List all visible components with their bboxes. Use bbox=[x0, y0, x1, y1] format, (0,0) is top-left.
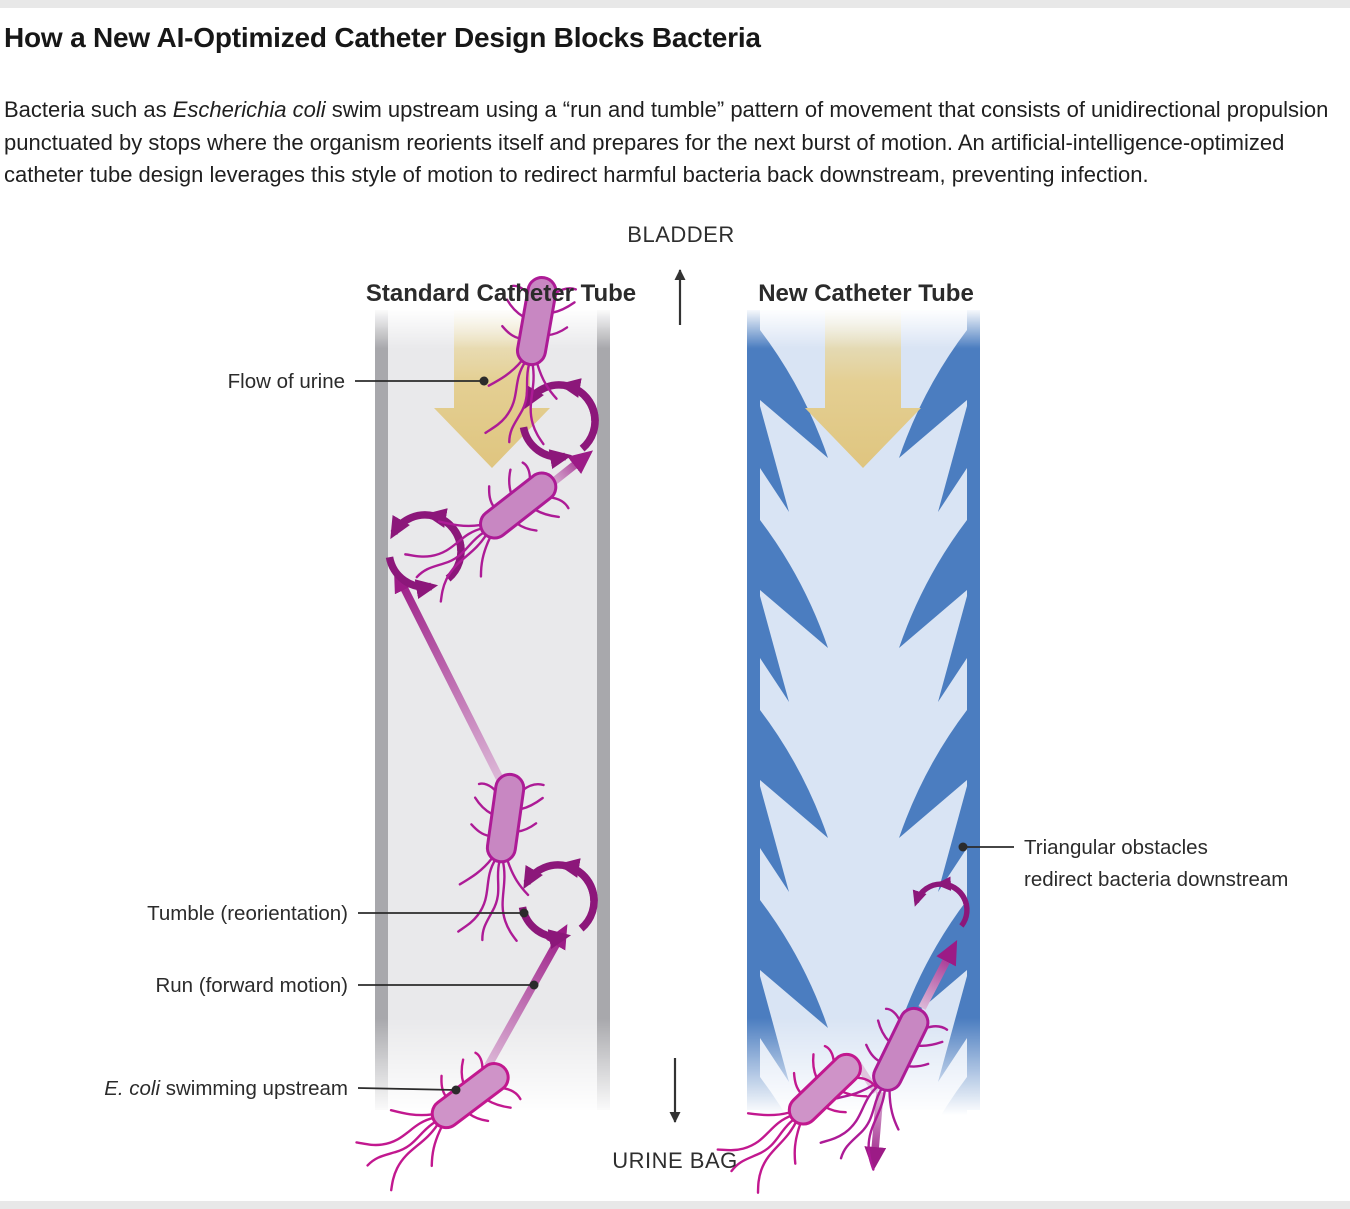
page-title: How a New AI-Optimized Catheter Design B… bbox=[4, 22, 761, 53]
paragraph-text: swim upstream using a “run and tumble” p… bbox=[4, 97, 1329, 187]
new-catheter-tube bbox=[747, 310, 980, 1209]
ecoli-label-rest: swimming upstream bbox=[160, 1077, 348, 1100]
obstacles-label-line2: redirect bacteria downstream bbox=[1024, 868, 1288, 891]
run-label: Run (forward motion) bbox=[155, 974, 348, 997]
bottom-edge-bar bbox=[0, 1201, 1350, 1209]
redirect-down-arrow bbox=[864, 1091, 887, 1171]
species-name-italic: Escherichia coli bbox=[172, 97, 326, 122]
ecoli-label-italic: E. coli bbox=[104, 1077, 161, 1100]
urine-bag-label: URINE BAG bbox=[612, 1148, 738, 1173]
run-arrow-labeled bbox=[484, 924, 568, 1068]
tumble-label: Tumble (reorientation) bbox=[147, 902, 348, 925]
run-arrow-1 bbox=[549, 450, 594, 487]
new-tube-title: New Catheter Tube bbox=[758, 280, 974, 307]
ecoli-label: E. coli swimming upstream bbox=[104, 1077, 348, 1100]
bladder-label: BLADDER bbox=[627, 222, 734, 247]
obstacles-label-line1: Triangular obstacles bbox=[1024, 836, 1208, 859]
paragraph-text: Bacteria such as bbox=[4, 97, 173, 122]
flow-of-urine-label: Flow of urine bbox=[228, 370, 345, 393]
top-edge-bar bbox=[0, 0, 1350, 8]
standard-catheter-tube bbox=[375, 310, 610, 1110]
urine-flow-arrow-right bbox=[805, 310, 921, 468]
run-arrow-right-tube bbox=[918, 940, 958, 1010]
standard-tube-title: Standard Catheter Tube bbox=[366, 280, 636, 307]
run-arrow-long bbox=[393, 567, 504, 781]
intro-paragraph: Bacteria such as Escherichia coli swim u… bbox=[4, 94, 1342, 192]
annotation-leaders bbox=[355, 376, 1014, 1095]
